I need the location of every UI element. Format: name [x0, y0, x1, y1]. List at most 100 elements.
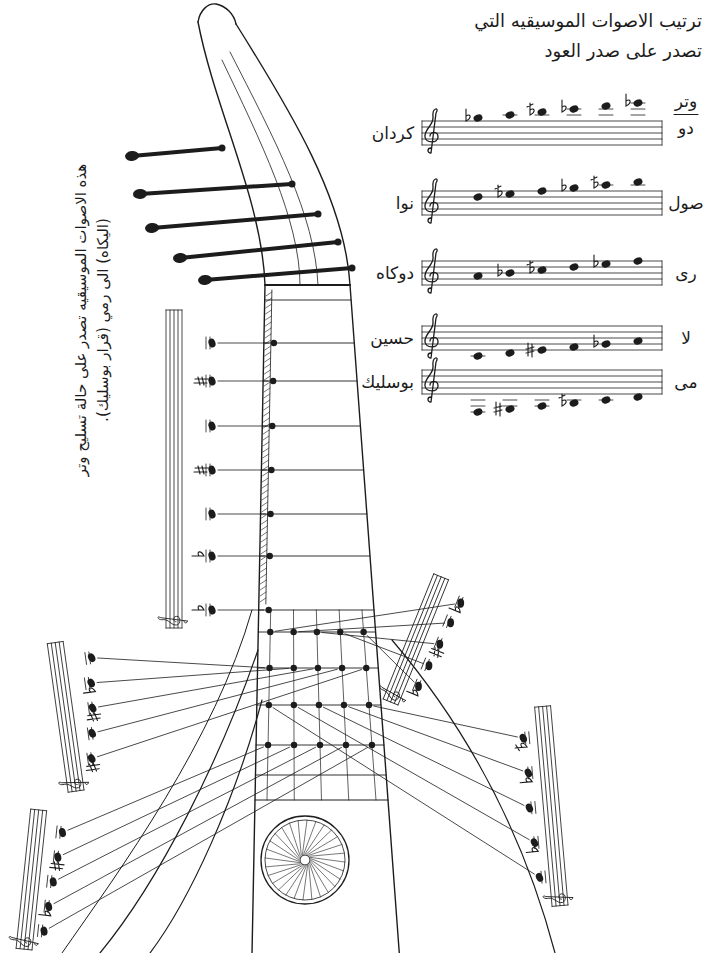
sharp-sign [50, 861, 65, 870]
maqam-name: دوكاه [374, 263, 416, 283]
hatch-line [262, 514, 268, 518]
staff-line [20, 810, 35, 949]
side-note: هذه الاصوات الموسيقيه تصدر على حالة تسلي… [70, 150, 114, 490]
note-head [473, 192, 484, 202]
hatch-line [261, 526, 267, 530]
flat-sign [562, 179, 566, 191]
flat-sign [527, 261, 534, 273]
note-head [505, 189, 516, 199]
treble-clef [543, 893, 573, 904]
hatch-line [261, 556, 267, 560]
note-head [473, 407, 484, 417]
staff-line [24, 810, 39, 949]
rosette-spoke [282, 827, 300, 857]
music-staff [422, 176, 662, 223]
leader-line [374, 706, 518, 737]
note-head [40, 926, 49, 937]
bar-line [68, 790, 84, 792]
music-staff [8, 808, 69, 952]
sharp-sign [494, 402, 502, 416]
fret-dot [290, 629, 296, 635]
music-staff [422, 249, 662, 293]
rosette-spoke [310, 857, 345, 862]
fret-dot [317, 742, 323, 748]
treble-clef [158, 616, 187, 625]
ledger-line [532, 767, 533, 779]
staff-line [166, 310, 167, 628]
leader-line [218, 470, 266, 471]
ledger-line [471, 406, 485, 407]
ledger-line [206, 375, 207, 387]
body-outline [150, 700, 262, 953]
staff-line [422, 394, 662, 395]
ledger-line [206, 550, 207, 562]
staff-line [422, 197, 662, 198]
note-head [505, 110, 516, 120]
flat-sign [498, 264, 502, 276]
maqam-name: نوا [394, 193, 416, 213]
bar-line [422, 326, 423, 350]
note-head [633, 392, 644, 402]
hatch-line [266, 310, 272, 314]
rosette-spoke [310, 863, 328, 893]
hatch-line [262, 496, 268, 500]
peg-end [289, 181, 296, 188]
hatch-line [261, 568, 267, 572]
hatch-line [264, 412, 270, 416]
note-head [569, 262, 580, 272]
leader-line [218, 556, 265, 557]
note-head [534, 872, 544, 883]
fret-dot [270, 378, 276, 384]
hatch-line [261, 538, 267, 542]
leader-line [367, 636, 414, 683]
leader-line [68, 747, 264, 830]
note-head [601, 259, 612, 269]
ledger-line [85, 653, 87, 665]
hatch-line [263, 448, 269, 452]
note-head [86, 652, 96, 663]
bar-line [422, 261, 423, 285]
bar-line [166, 310, 182, 311]
leader-line [98, 658, 265, 668]
hatch-line [265, 352, 271, 356]
note-head [633, 256, 644, 266]
hatch-line [262, 508, 268, 512]
staff-line [422, 145, 662, 146]
hatch-line [263, 436, 269, 440]
leader-line [275, 604, 455, 631]
bar-line [422, 191, 423, 215]
hatch-line [264, 388, 270, 392]
ledger-line [535, 400, 549, 401]
bar-line [662, 191, 663, 215]
ledger-line [206, 604, 207, 616]
string-line [339, 610, 349, 800]
leader-line [218, 514, 266, 515]
hatch-line [260, 574, 266, 578]
hatch-line [261, 562, 267, 566]
fret-line [263, 381, 357, 382]
fret-dot [266, 702, 272, 708]
fret-dot [265, 607, 271, 613]
staff-line [387, 575, 438, 700]
note-name: لا [679, 328, 693, 348]
ledger-line [53, 851, 54, 863]
hatch-line [263, 460, 269, 464]
note-head [473, 351, 484, 361]
fret-dot [366, 702, 372, 708]
fret-line [260, 556, 370, 557]
ledger-line [206, 337, 207, 349]
hatch-line [261, 544, 267, 548]
note-head [87, 728, 97, 739]
hatch-line [260, 586, 266, 590]
leader-line [218, 381, 268, 382]
note-head [457, 598, 464, 607]
sharp-sign [85, 763, 100, 773]
hatch-line [264, 394, 270, 398]
flat-sign [520, 778, 532, 783]
fret-dot [291, 742, 297, 748]
leader-line [59, 747, 316, 879]
flat-sign [407, 687, 420, 695]
note-head [633, 177, 644, 187]
ledger-line [471, 400, 485, 401]
peg-end [219, 145, 226, 152]
